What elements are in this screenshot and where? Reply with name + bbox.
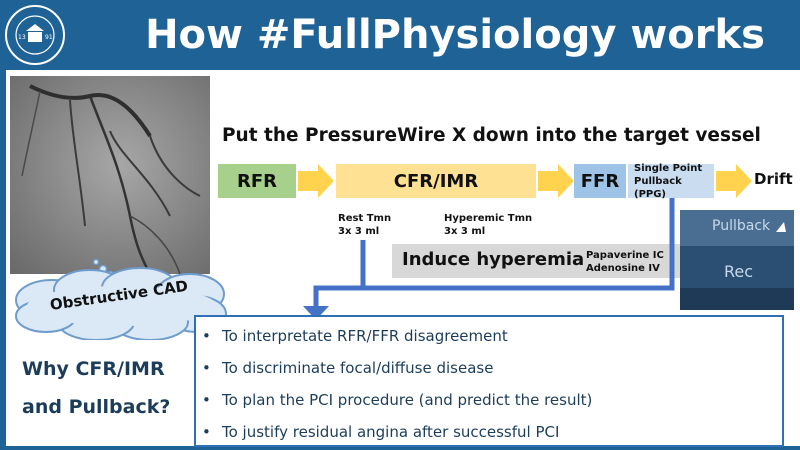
hyperemic-tmn-line2: 3x 3 ml <box>444 226 486 237</box>
bullet-dot-icon: • <box>202 327 211 345</box>
headline: Put the PressureWire X down into the tar… <box>222 125 761 146</box>
pullback-screen-photo: Pullback Rec <box>680 210 794 310</box>
connector-line <box>313 198 675 312</box>
ppg-box: Single Point Pullback (PPG) <box>628 162 714 200</box>
seal-year-right: 91 <box>45 34 53 41</box>
frame-bottom-border <box>0 446 800 450</box>
pullback-screen-graphic <box>680 210 794 310</box>
frame-left-border <box>0 70 6 450</box>
list-item: • To justify residual angina after succes… <box>202 423 559 441</box>
list-item: • To plan the PCI procedure (and predict … <box>202 391 592 409</box>
rec-label: Rec <box>724 262 754 281</box>
reasons-list: • To interpretate RFR/FFR disagreement • T… <box>194 315 784 447</box>
ffr-box: FFR <box>574 164 626 198</box>
angiogram-image <box>10 76 210 274</box>
chevron-arrow-icon <box>716 164 752 198</box>
chevron-arrow-icon <box>298 164 334 198</box>
rest-tmn-line1: Rest Tmn <box>338 213 392 224</box>
university-seal-icon: 13 91 <box>5 5 65 65</box>
pullback-screen-label: Pullback <box>712 218 771 234</box>
question-line-2: and Pullback? <box>22 396 171 418</box>
rest-tmn-line2: 3x 3 ml <box>338 226 380 237</box>
ppg-line1: Single Point <box>634 162 703 174</box>
list-item: • To interpretate RFR/FFR disagreement <box>202 327 508 345</box>
hyperemia-drugs: Papaverine IC Adenosine IV <box>586 249 664 275</box>
ppg-line2: Pullback (PPG) <box>634 175 682 200</box>
list-item: • To discriminate focal/diffuse disease <box>202 359 493 377</box>
rest-tmn-label: Rest Tmn 3x 3 ml <box>338 212 391 238</box>
hyperemia-drug-1: Papaverine IC <box>586 250 664 261</box>
bullet-dot-icon: • <box>202 359 211 377</box>
page-title: How #FullPhysiology works <box>145 12 765 58</box>
question-text: Why CFR/IMR and Pullback? <box>22 350 192 426</box>
connector-arrowhead <box>303 306 329 320</box>
reason-text: To justify residual angina after success… <box>222 423 560 441</box>
title-bar <box>0 0 800 70</box>
hyperemic-tmn-label: Hyperemic Tmn 3x 3 ml <box>444 212 532 238</box>
question-line-1: Why CFR/IMR <box>22 358 165 380</box>
cfr-imr-box: CFR/IMR <box>336 164 536 198</box>
hyperemic-tmn-line1: Hyperemic Tmn <box>444 213 533 224</box>
chevron-arrow-icon <box>538 164 574 198</box>
seal-year-left: 13 <box>18 34 26 41</box>
hyperemia-drug-2: Adenosine IV <box>586 263 660 274</box>
reason-text: To discriminate focal/diffuse disease <box>222 359 494 377</box>
hyperemia-label: Induce hyperemia <box>402 249 585 270</box>
bullet-dot-icon: • <box>202 423 211 441</box>
bullet-dot-icon: • <box>202 391 211 409</box>
hyperemia-box <box>392 244 692 278</box>
reason-text: To plan the PCI procedure (and predict t… <box>222 391 593 409</box>
rfr-box: RFR <box>218 164 296 198</box>
drift-label: Drift <box>754 170 793 188</box>
reason-text: To interpretate RFR/FFR disagreement <box>222 327 508 345</box>
